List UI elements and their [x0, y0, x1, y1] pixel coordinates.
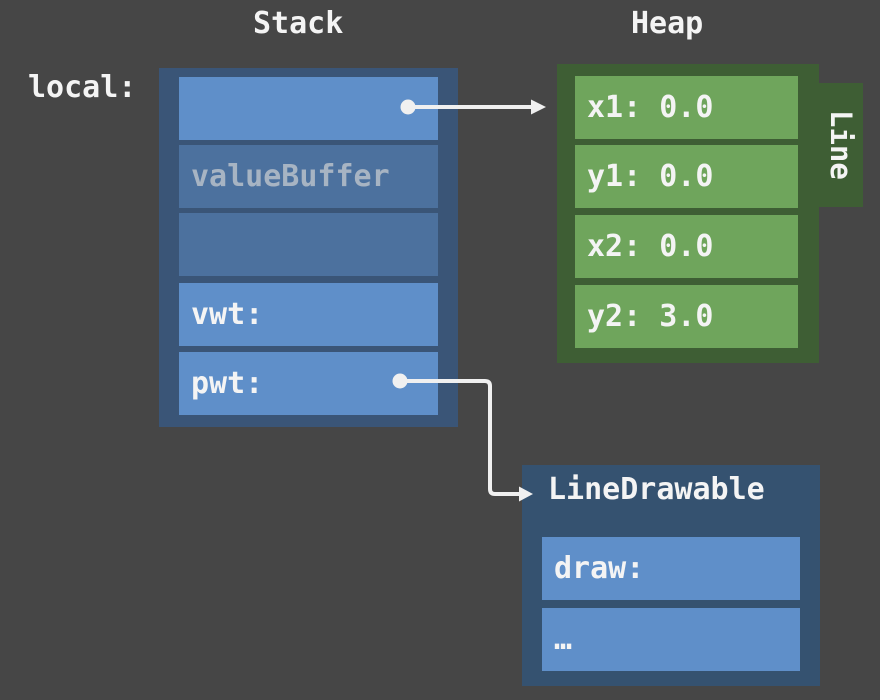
heap-type-tab: Line	[819, 83, 863, 207]
heap-field-x1: x1: 0.0	[575, 76, 798, 139]
witness-row-ellipsis: …	[542, 608, 800, 671]
witness-table-title: LineDrawable	[548, 472, 765, 507]
heap-object: x1: 0.0 y1: 0.0 x2: 0.0 y2: 3.0	[557, 64, 819, 363]
heap-field-y1: y1: 0.0	[575, 145, 798, 208]
stack-frame: valueBuffer vwt: pwt:	[159, 68, 458, 427]
heap-field-x2: x2: 0.0	[575, 215, 798, 278]
stack-slot-buffer-word-3	[179, 213, 438, 276]
heap-column-title: Heap	[631, 6, 704, 41]
stack-column-title: Stack	[253, 6, 344, 41]
stack-slot-pwt: pwt:	[179, 352, 438, 415]
witness-table: LineDrawable draw: …	[522, 465, 820, 686]
stack-slot-vwt: vwt:	[179, 283, 438, 346]
heap-field-y2: y2: 3.0	[575, 285, 798, 348]
local-variable-label: local:	[28, 70, 137, 105]
witness-row-draw: draw:	[542, 537, 800, 600]
stack-slot-value-buffer: valueBuffer	[179, 145, 438, 208]
stack-slot-buffer-word-1	[179, 77, 438, 140]
arrowhead-icon	[531, 99, 546, 115]
